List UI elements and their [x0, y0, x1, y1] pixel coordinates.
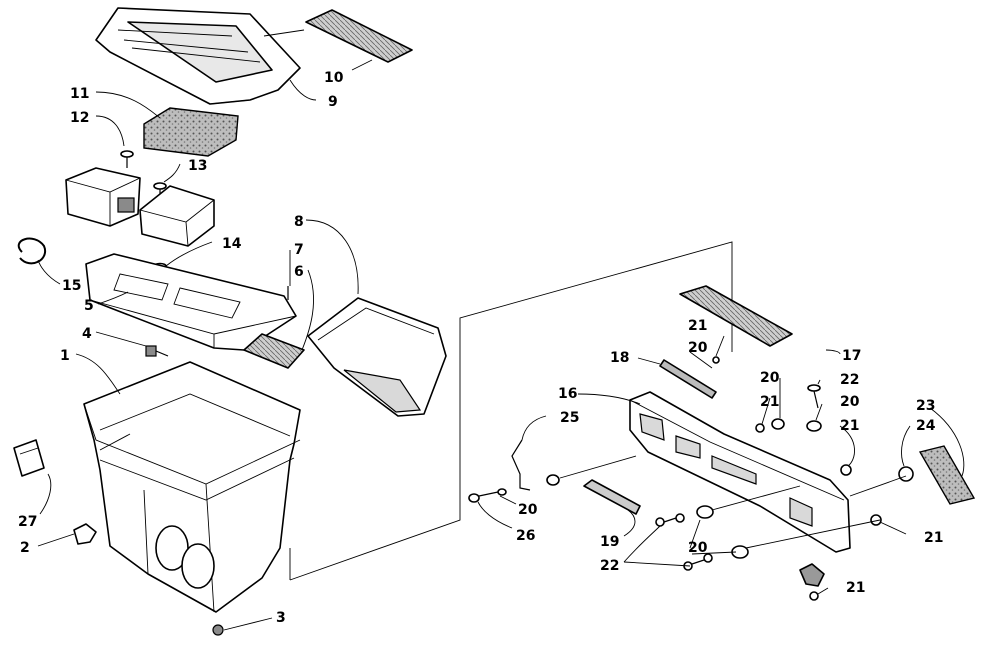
nut-part-2: [73, 523, 97, 545]
air-box-part-1: [83, 361, 301, 613]
plug-part-3: [212, 624, 224, 636]
callout-1: 1: [60, 348, 70, 364]
nut-part-21: [870, 514, 882, 526]
washer-part-20: [771, 418, 785, 430]
callout-10: 10: [324, 70, 344, 86]
callout-27: 27: [18, 514, 37, 530]
callout-labels: 1 2 3 4 5 6 7 8 9 10 11 12 13 14 15 16 1…: [18, 70, 943, 626]
washer-part-20: [806, 420, 822, 432]
callout-11: 11: [70, 86, 89, 102]
bolt-part-22: [683, 553, 713, 571]
nut-part-21: [840, 464, 852, 476]
callout-18: 18: [610, 350, 629, 366]
gasket-part-6: [243, 333, 305, 369]
nut-part-21: [755, 423, 765, 433]
cap-part-24: [898, 466, 914, 482]
bolt-part-4: [145, 345, 169, 357]
foam-block-part-23: [918, 445, 976, 505]
bolt-part-26: [468, 488, 507, 503]
bolt-part-22: [807, 384, 821, 409]
callout-3: 3: [276, 610, 286, 626]
callout-9: 9: [328, 94, 338, 110]
nut-part-21: [809, 591, 819, 601]
callout-12: 12: [70, 110, 89, 126]
callout-21a: 21: [688, 318, 707, 334]
callout-26: 26: [516, 528, 535, 544]
mounting-plate-part-5: [85, 253, 297, 351]
rod-part-18: [659, 359, 717, 399]
callout-21b: 21: [760, 394, 779, 410]
latch-part-27: [13, 439, 45, 477]
callout-8: 8: [294, 214, 304, 230]
callout-15: 15: [62, 278, 81, 294]
callout-20e: 20: [688, 540, 708, 556]
callout-20b: 20: [760, 370, 780, 386]
resonator-block: [139, 185, 215, 247]
plenum-part-16: [629, 391, 851, 553]
callout-17: 17: [842, 348, 861, 364]
callout-20c: 20: [840, 394, 860, 410]
callout-6: 6: [294, 264, 304, 280]
callout-14: 14: [222, 236, 242, 252]
callout-13: 13: [188, 158, 207, 174]
callout-21c: 21: [840, 418, 859, 434]
leader-lines: [37, 29, 965, 631]
filter-screen-part-10: [305, 9, 413, 63]
callout-21d: 21: [924, 530, 943, 546]
intake-lid-part-9: [95, 7, 301, 105]
callout-5: 5: [84, 298, 94, 314]
pin-part-21: [712, 356, 720, 364]
callout-25: 25: [560, 410, 579, 426]
bracket-part-19: [583, 479, 641, 515]
washer-part-20: [696, 505, 714, 519]
hose-clamp-part-15: [17, 237, 47, 265]
foam-filter-part-11: [143, 107, 239, 157]
wire-part-25: [511, 439, 531, 491]
callout-21e: 21: [846, 580, 865, 596]
callout-2: 2: [20, 540, 30, 556]
callout-4: 4: [82, 326, 92, 342]
electronic-module: [65, 167, 141, 227]
callout-20d: 20: [518, 502, 538, 518]
callout-23: 23: [916, 398, 935, 414]
screw-part-12: [120, 150, 134, 168]
grill-plate-part-17: [679, 285, 793, 347]
callout-7: 7: [294, 242, 304, 258]
callout-16: 16: [558, 386, 577, 402]
callout-20a: 20: [688, 340, 708, 356]
washer-part-20: [546, 474, 560, 486]
callout-22a: 22: [840, 372, 859, 388]
intake-duct-part-8: [307, 297, 447, 417]
callout-19: 19: [600, 534, 619, 550]
callout-22b: 22: [600, 558, 619, 574]
detail-frame-line: [289, 241, 733, 581]
bolt-part-22: [655, 513, 685, 527]
callout-24: 24: [916, 418, 936, 434]
knob-part-21: [799, 563, 825, 587]
